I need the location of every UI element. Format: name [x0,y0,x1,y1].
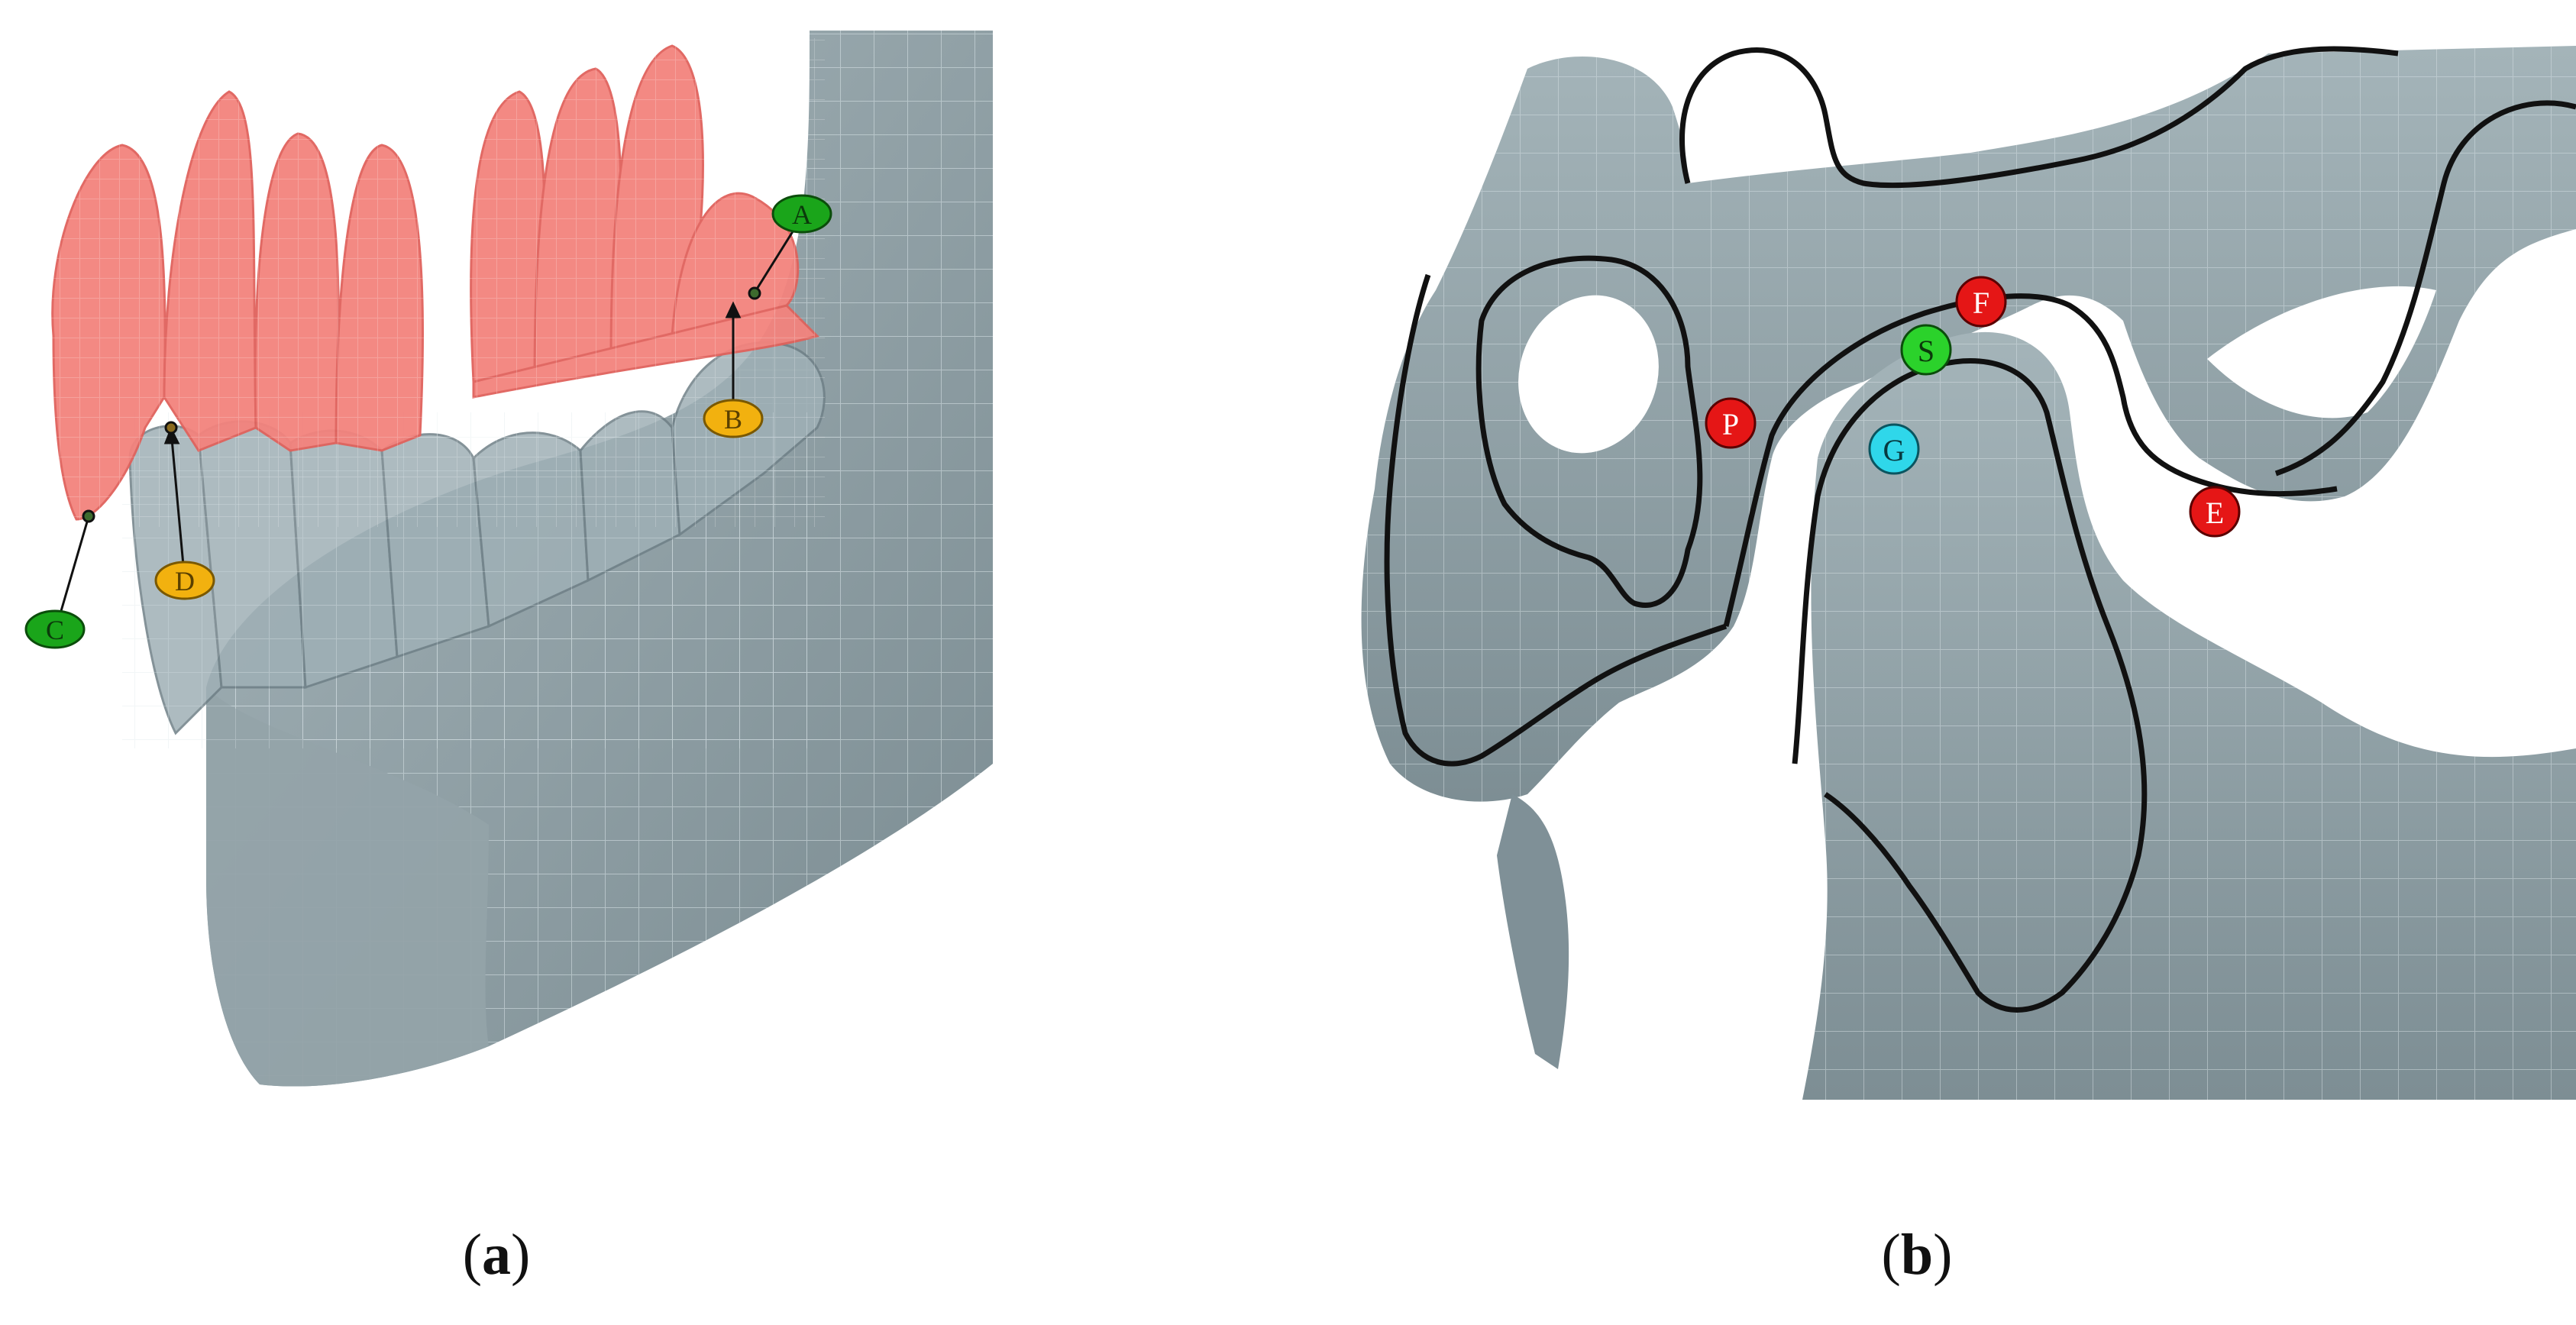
landmark-B: B [703,399,764,438]
landmark-P: P [1705,397,1757,449]
caption-a: (a) [462,1223,531,1287]
caption-a-letter: a [482,1223,511,1287]
landmark-D: D [154,561,215,600]
tmj-illustration: F S P G E [1361,46,2576,1100]
svg-text:G: G [1883,433,1905,467]
landmark-F: F [1955,276,2007,328]
svg-text:A: A [792,199,812,230]
panel-a-mandible-figure: A B C D [0,0,993,1100]
caption-b: (b) [1881,1223,1953,1287]
landmark-C: C [24,609,86,649]
svg-text:B: B [724,404,742,435]
landmark-A: A [771,194,832,234]
svg-text:S: S [1918,334,1934,368]
contour-outlines [1384,46,2576,1013]
mandible-illustration: A B C D [24,31,993,1087]
svg-text:D: D [175,566,195,596]
svg-text:E: E [2206,496,2224,530]
styloid-process [1497,794,1569,1069]
landmark-G: G [1868,423,1920,475]
caption-b-letter: b [1900,1223,1934,1287]
panel-b-tmj-figure: F S P G E [1329,0,2576,1100]
foramen-opening [1518,295,1659,454]
svg-text:P: P [1722,407,1739,441]
landmark-E: E [2189,486,2241,538]
landmark-arrows [60,228,796,612]
svg-text:F: F [1973,286,1989,320]
mandible-chin [206,687,489,1087]
svg-text:C: C [46,615,64,645]
landmark-S: S [1900,324,1952,376]
